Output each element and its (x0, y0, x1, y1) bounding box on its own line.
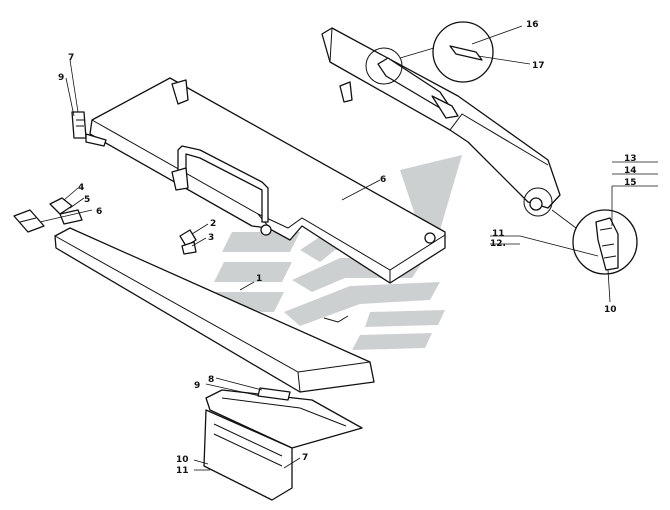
label-5: 5 (84, 195, 90, 205)
label-3: 3 (208, 233, 214, 243)
bottom-housing (203, 387, 363, 501)
label-2: 2 (210, 219, 216, 229)
label-7-bottom: 7 (302, 453, 308, 463)
callout-labels: 1 2 3 4 5 6 6 7 7 8 9 9 10 10 11 11 12. … (58, 20, 637, 476)
small-clip-parts-2-3 (179, 229, 197, 255)
right-rail-panel (321, 27, 561, 211)
label-7-top: 7 (68, 53, 74, 63)
upper-panel-part-6 (89, 77, 446, 284)
label-1: 1 (256, 274, 262, 284)
leader-lines (39, 25, 658, 471)
label-10-right: 10 (604, 305, 617, 315)
label-16: 16 (526, 20, 539, 30)
detail-callout-13-14-15 (523, 187, 638, 275)
label-6-panel: 6 (380, 175, 386, 185)
detail-callout-16-17 (365, 21, 494, 85)
label-15: 15 (624, 178, 637, 188)
label-12: 12. (490, 239, 506, 249)
label-8: 8 (208, 375, 214, 385)
seat-cushion-part-1 (54, 227, 375, 393)
label-10-bottom: 10 (176, 455, 189, 465)
top-left-hinge (71, 111, 107, 147)
label-11-bottom: 11 (176, 466, 189, 476)
label-9-bottom: 9 (194, 381, 200, 391)
label-13: 13 (624, 154, 637, 164)
label-14: 14 (624, 166, 637, 176)
label-4: 4 (78, 183, 84, 193)
label-11-right: 11 (492, 229, 505, 239)
label-6-left: 6 (96, 207, 102, 217)
label-17: 17 (532, 61, 545, 71)
label-9-top: 9 (58, 73, 64, 83)
